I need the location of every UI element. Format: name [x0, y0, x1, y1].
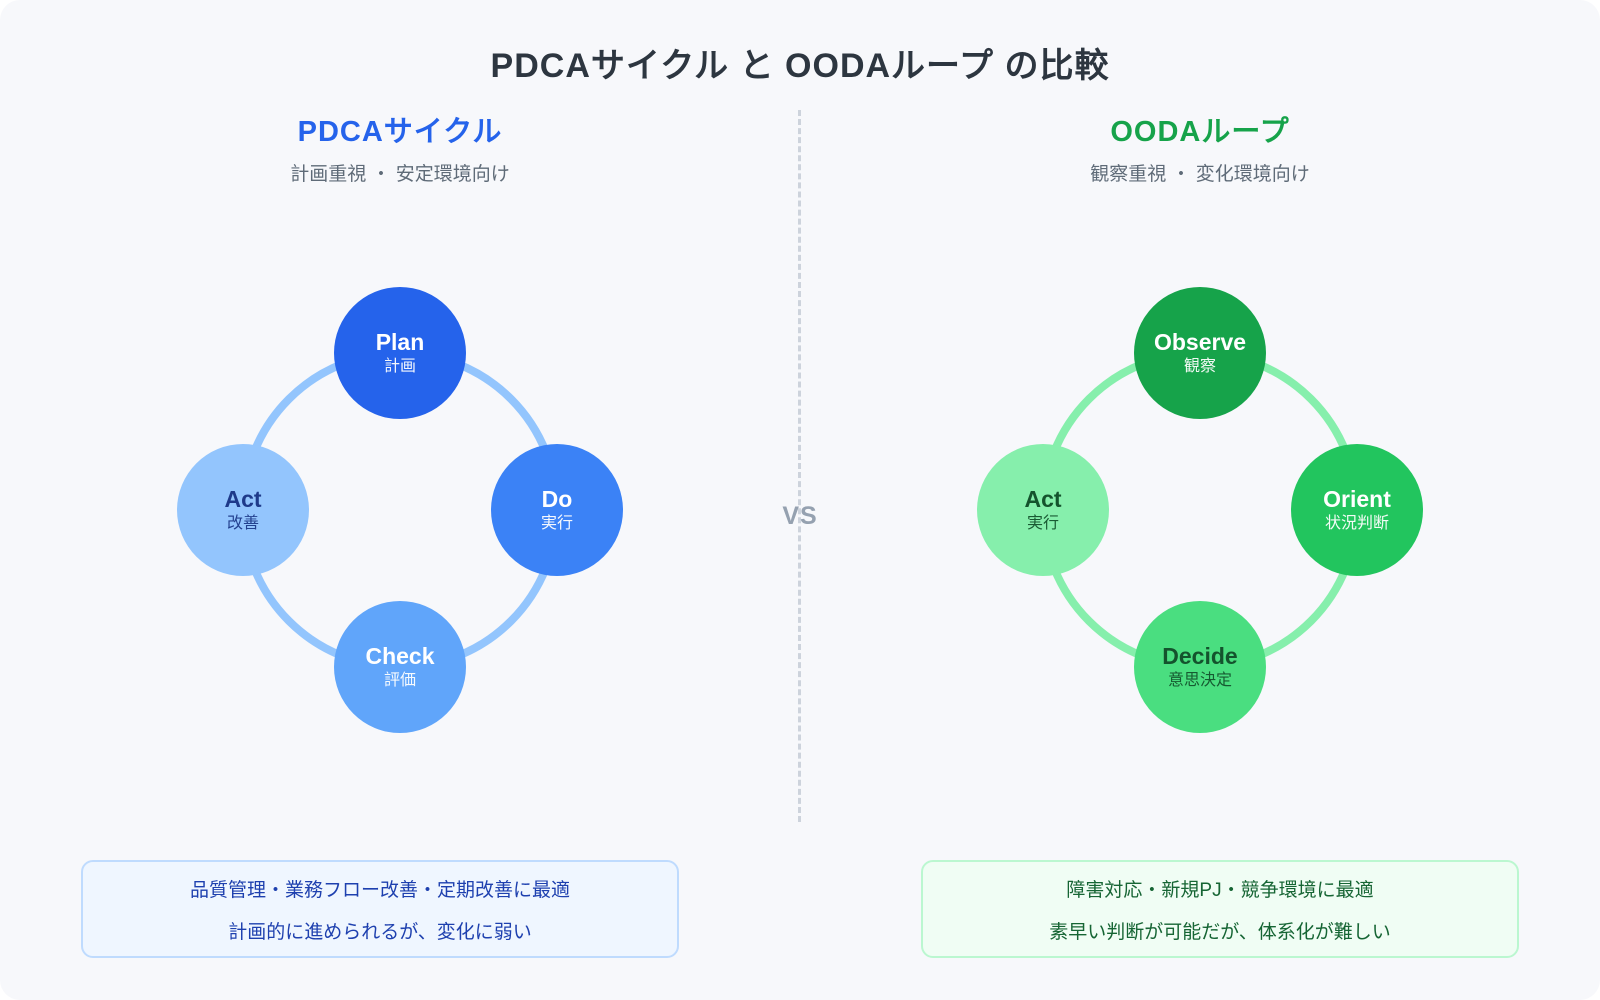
node-label: Orient	[1323, 486, 1391, 512]
pdca-node-check: Check 評価	[334, 601, 466, 733]
pdca-node-act: Act 改善	[177, 444, 309, 576]
ooda-node-decide: Decide 意思決定	[1134, 601, 1266, 733]
ooda-node-orient: Orient 状況判断	[1291, 444, 1423, 576]
node-label: Check	[365, 643, 435, 669]
node-label: Plan	[375, 329, 425, 355]
pdca-node-plan: Plan 計画	[334, 287, 466, 419]
vs-label: VS	[782, 502, 818, 530]
node-sublabel: 状況判断	[1324, 515, 1389, 532]
pdca-heading: PDCAサイクル	[297, 116, 503, 148]
pdca-note-line2: 計画的に進められるが、変化に弱い	[228, 921, 532, 943]
ooda-summary-note: 障害対応・新規PJ・競争環境に最適 素早い判断が可能だが、体系化が難しい	[921, 860, 1519, 958]
ooda-note-line1: 障害対応・新規PJ・競争環境に最適	[1066, 879, 1374, 901]
ooda-note-line2: 素早い判断が可能だが、体系化が難しい	[1049, 921, 1391, 943]
node-sublabel: 評価	[383, 672, 416, 689]
node-sublabel: 実行	[540, 515, 573, 532]
node-sublabel: 意思決定	[1167, 672, 1232, 689]
node-sublabel: 実行	[1026, 515, 1059, 532]
ooda-heading: OODAループ	[1110, 116, 1290, 148]
ooda-subtitle: 観察重視 ・ 変化環境向け	[1090, 164, 1310, 185]
node-sublabel: 観察	[1183, 358, 1216, 375]
pdca-node-do: Do 実行	[491, 444, 623, 576]
ooda-node-observe: Observe 観察	[1134, 287, 1266, 419]
node-sublabel: 改善	[226, 515, 259, 532]
center-divider	[798, 110, 801, 822]
pdca-note-line1: 品質管理・業務フロー改善・定期改善に最適	[189, 879, 570, 901]
node-label: Act	[1024, 486, 1062, 512]
ooda-node-act: Act 実行	[977, 444, 1109, 576]
node-label: Observe	[1153, 329, 1247, 355]
page-title: PDCAサイクル と OODAループ の比較	[490, 47, 1110, 85]
node-label: Act	[224, 486, 262, 512]
node-label: Decide	[1162, 643, 1238, 669]
pdca-subtitle: 計画重視 ・ 安定環境向け	[290, 164, 510, 185]
node-label: Do	[541, 486, 573, 512]
pdca-summary-note: 品質管理・業務フロー改善・定期改善に最適 計画的に進められるが、変化に弱い	[81, 860, 679, 958]
node-sublabel: 計画	[383, 358, 416, 375]
